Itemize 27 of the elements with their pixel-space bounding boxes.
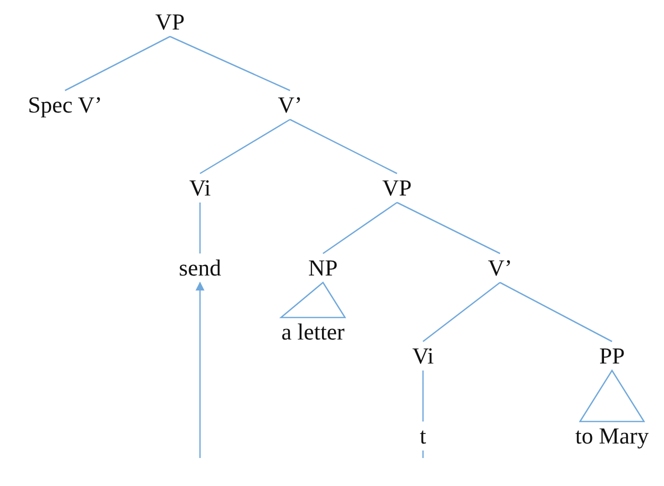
triangle-connector — [578, 369, 646, 422]
branch-line — [64, 36, 170, 92]
tree-node-label: V’ — [486, 254, 514, 282]
branch-line — [200, 118, 290, 174]
tree-node-label: t — [418, 422, 428, 450]
tree-node-label: VP — [154, 8, 186, 36]
tree-node-label: NP — [307, 254, 339, 282]
branch-line — [422, 370, 424, 422]
branch-line — [422, 282, 500, 342]
branch-line — [422, 450, 424, 458]
tree-node-label: a letter — [280, 318, 346, 346]
branch-line — [322, 202, 398, 254]
branch-line — [396, 202, 500, 254]
branch-line — [199, 202, 201, 254]
arrow — [195, 282, 205, 458]
tree-node-label: VP — [381, 174, 413, 202]
tree-node-label: PP — [598, 342, 626, 370]
tree-node-label: send — [178, 254, 222, 282]
tree-node-label: V’ — [276, 92, 304, 118]
branch-line — [290, 118, 398, 174]
tree-node-label: Vi — [411, 342, 435, 370]
tree-node-label: Vi — [188, 174, 212, 202]
branch-line — [500, 282, 612, 342]
branch-line — [170, 36, 290, 92]
tree-node-label: to Mary — [574, 422, 650, 450]
tree-node-label: Spec V’ — [26, 92, 104, 118]
triangle-connector — [279, 282, 346, 318]
